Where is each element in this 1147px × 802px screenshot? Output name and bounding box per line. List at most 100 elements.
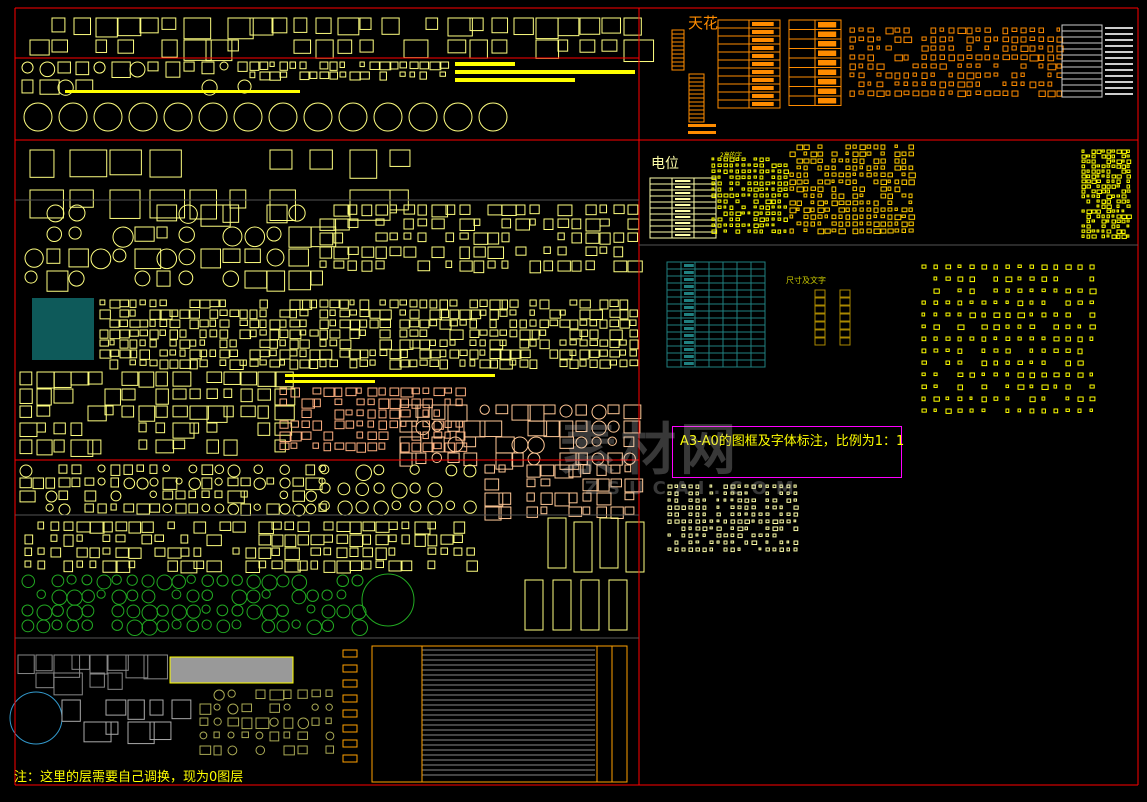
cabinet-block [53, 422, 66, 435]
chair-row-block [269, 319, 281, 330]
symbol-list-block [838, 172, 844, 178]
small-text-sample [735, 199, 740, 204]
small-text-sample [753, 175, 757, 179]
layer-list-cell [1105, 57, 1133, 59]
decor-block [325, 689, 333, 697]
small-text-sample [747, 187, 753, 192]
chair-row-block [159, 359, 169, 370]
office-block [253, 503, 261, 511]
chair-row-block [139, 339, 146, 347]
chair-elevation-block [388, 521, 398, 530]
symbol-list-block [908, 144, 915, 150]
chair-row-block [159, 329, 166, 336]
plant-block [51, 589, 68, 606]
chair-row-block [479, 359, 492, 369]
chair-row-block [429, 339, 436, 347]
lamp-block [342, 649, 358, 658]
cabinet-block [87, 371, 103, 385]
text-style-sample [1077, 324, 1082, 329]
text-sample [681, 533, 686, 538]
chair-elevation-block [193, 547, 202, 557]
sofa-block [599, 246, 608, 254]
sofa-block [557, 218, 570, 228]
chair-row-block [289, 339, 299, 350]
chair-row-block [449, 309, 460, 320]
symbol-list-block [1101, 154, 1107, 159]
chair-elevation-block [310, 560, 319, 570]
sanitary-block [495, 452, 514, 470]
sanitary-block [575, 404, 587, 416]
chair-elevation-block [141, 521, 154, 533]
text-sample [730, 498, 734, 502]
human-figure-block [484, 464, 496, 474]
chair-row-block [209, 309, 219, 319]
ceiling-symbol-block [849, 63, 856, 71]
chair-row-block [579, 299, 591, 309]
hatch-block [17, 654, 35, 675]
bed-block [535, 17, 559, 40]
chair-row-block [549, 309, 562, 319]
chair-row-block [339, 349, 350, 358]
cabinet-block [172, 439, 186, 450]
chair-row-block [489, 339, 504, 350]
dim-sample [814, 289, 826, 298]
label-bar [285, 374, 495, 377]
small-text-sample [723, 223, 728, 227]
plant-block [201, 604, 211, 614]
frame-note-box[interactable] [672, 426, 902, 478]
symbol-list-block [873, 221, 880, 228]
small-text-sample [753, 157, 758, 161]
small-text-sample [747, 193, 751, 197]
dining-table-block [109, 189, 141, 219]
ceiling-legend-table-cell [818, 88, 837, 94]
chair-row-block [229, 309, 240, 318]
small-text-sample [711, 157, 715, 161]
ceiling-symbol-block [975, 81, 980, 87]
small-text-sample [777, 211, 782, 216]
symbol-list-block [894, 214, 902, 221]
chair-row-block [299, 329, 307, 336]
bed-block [535, 39, 560, 59]
decor-block [255, 731, 264, 740]
dim-sample [839, 305, 851, 314]
sofa-block [501, 232, 510, 243]
chair-row-block [259, 359, 267, 366]
text-sample [751, 533, 756, 538]
hatch-pattern [170, 657, 293, 683]
chair-row-block [299, 299, 313, 310]
chair-row-block [379, 339, 392, 350]
chair-elevation-block [24, 547, 33, 557]
symbol-list-block [1081, 159, 1086, 163]
chair-row-block [509, 299, 519, 308]
chair-row-block [239, 319, 248, 326]
chair-row-block [629, 329, 639, 338]
text-style-sample [969, 372, 976, 378]
text-style-sample [1005, 360, 1010, 365]
sofa-block [613, 204, 625, 215]
ceiling-symbol-block [867, 36, 874, 43]
text-style-sample [1005, 396, 1010, 401]
office-block [149, 490, 158, 499]
text-style-sample [993, 372, 998, 377]
symbol-list-block [859, 193, 864, 198]
chair-elevation-block [349, 560, 363, 571]
symbol-list-block [894, 186, 901, 193]
text-style-sample [957, 396, 963, 402]
text-sample [695, 526, 701, 531]
text-style-sample [1005, 324, 1010, 329]
chair-row-block [299, 359, 310, 369]
chair-row-block [179, 329, 187, 338]
text-style-sample [921, 372, 926, 377]
symbol-list-block [866, 172, 872, 178]
sanitary-block [607, 436, 617, 446]
chair-row-block [579, 319, 588, 326]
human-figure-block [582, 464, 591, 474]
symbol-list-block [1121, 229, 1126, 234]
small-text-sample [753, 217, 758, 222]
plant-block [66, 589, 83, 606]
appliance-block [334, 420, 345, 430]
chair-row-block [439, 349, 447, 358]
symbol-list-block [1121, 194, 1127, 199]
symbol-list-block [1101, 224, 1106, 228]
